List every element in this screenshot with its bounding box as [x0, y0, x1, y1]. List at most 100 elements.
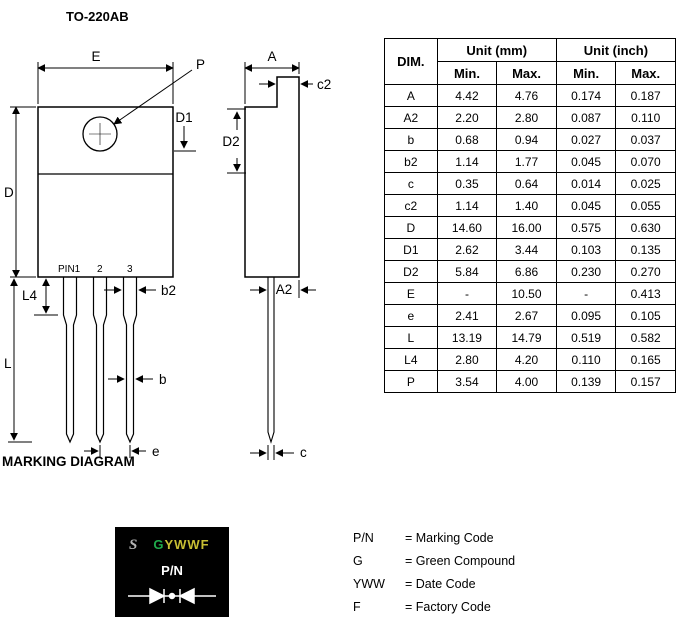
dim-cell: L4 — [384, 348, 438, 371]
dim-label-b: b — [159, 372, 167, 387]
package-title: TO-220AB — [66, 9, 129, 24]
value-cell: 4.00 — [496, 370, 557, 393]
value-cell: 0.025 — [615, 172, 676, 195]
value-cell: 1.40 — [496, 194, 557, 217]
mm-max-header: Max. — [496, 61, 557, 85]
table-header-row-units: DIM. Unit (mm) Unit (inch) — [384, 38, 677, 85]
dim-label-E: E — [91, 49, 100, 64]
value-cell: 6.86 — [496, 260, 557, 283]
value-cell: - — [555, 282, 617, 305]
front-view — [37, 106, 174, 444]
value-cell: 0.027 — [555, 128, 617, 151]
value-cell: 0.413 — [615, 282, 676, 305]
dimension-lines-front — [8, 62, 196, 458]
dim-label-e: e — [152, 444, 160, 459]
value-cell: 13.19 — [436, 326, 498, 349]
side-view-lead — [267, 277, 275, 444]
pin3-label: 3 — [127, 264, 133, 275]
legend-value: = Green Compound — [405, 554, 516, 568]
marking-legend: P/N = Marking Code G = Green Compound YW… — [353, 531, 515, 614]
dim-label-L4: L4 — [22, 288, 38, 303]
value-cell: 0.630 — [615, 216, 676, 239]
green-compound-char: G — [153, 537, 165, 552]
dim-label-D: D — [4, 185, 14, 200]
date-factory-code: YWWF — [164, 537, 210, 552]
value-cell: 0.165 — [615, 348, 676, 371]
dim-label-c: c — [300, 445, 307, 460]
legend-value: = Marking Code — [405, 531, 494, 545]
dim-cell: e — [384, 304, 438, 327]
value-cell: 5.84 — [436, 260, 498, 283]
manufacturer-logo: S — [129, 537, 138, 553]
inch-min-header: Min. — [555, 61, 617, 85]
value-cell: 0.070 — [615, 150, 676, 173]
value-cell: 3.54 — [436, 370, 498, 393]
dual-diode-symbol-icon — [128, 587, 216, 605]
dim-cell: D — [384, 216, 438, 239]
dimension-lines-side — [227, 62, 316, 460]
dim-cell: b — [384, 128, 438, 151]
mounting-hole — [82, 116, 118, 152]
value-cell: 0.037 — [615, 128, 676, 151]
marking-diagram-heading: MARKING DIAGRAM — [2, 454, 135, 469]
value-cell: 0.110 — [615, 106, 676, 129]
value-cell: 0.582 — [615, 326, 676, 349]
value-cell: 0.94 — [496, 128, 557, 151]
value-cell: 0.105 — [615, 304, 676, 327]
dim-cell: D2 — [384, 260, 438, 283]
value-cell: 0.64 — [496, 172, 557, 195]
table-row: E-10.50-0.413 — [384, 282, 676, 305]
value-cell: 0.014 — [555, 172, 617, 195]
marking-line-1: S GYWWF — [115, 527, 229, 554]
value-cell: 0.187 — [615, 84, 676, 107]
value-cell: 0.68 — [436, 128, 498, 151]
value-cell: 0.174 — [555, 84, 617, 107]
value-cell: 2.20 — [436, 106, 498, 129]
dim-cell: c2 — [384, 194, 438, 217]
value-cell: 1.77 — [496, 150, 557, 173]
dim-label-c2: c2 — [317, 77, 331, 92]
dim-label-P: P — [196, 57, 205, 72]
value-cell: 0.110 — [555, 348, 617, 371]
lead-1 — [62, 277, 78, 444]
legend-key: P/N — [353, 531, 374, 545]
value-cell: 0.35 — [436, 172, 498, 195]
value-cell: 0.135 — [615, 238, 676, 261]
value-cell: - — [436, 282, 498, 305]
value-cell: 0.230 — [555, 260, 617, 283]
package-outline-drawing: E P D1 D L4 L b2 b e A c2 D2 A2 c PIN1 2… — [4, 49, 331, 460]
dim-label-A: A — [267, 49, 276, 64]
side-view-body — [244, 76, 300, 278]
value-cell: 0.139 — [555, 370, 617, 393]
table-header-mm: Unit (mm) — [436, 38, 557, 62]
dim-cell: A — [384, 84, 438, 107]
dim-cell: c — [384, 172, 438, 195]
table-header-inch: Unit (inch) — [555, 38, 677, 62]
dim-label-D1: D1 — [175, 110, 192, 125]
part-number-text: P/N — [161, 563, 183, 578]
legend-key: YWW — [353, 577, 385, 591]
legend-value: = Date Code — [405, 577, 476, 591]
value-cell: 2.62 — [436, 238, 498, 261]
value-cell: 0.519 — [555, 326, 617, 349]
dim-cell: E — [384, 282, 438, 305]
value-cell: 0.157 — [615, 370, 676, 393]
legend-value: = Factory Code — [405, 600, 491, 614]
dim-label-D2: D2 — [222, 134, 239, 149]
marking-code: GYWWF — [153, 537, 209, 552]
legend-key: F — [353, 600, 361, 614]
front-view-body — [37, 106, 174, 278]
value-cell: 0.095 — [555, 304, 617, 327]
mm-min-header: Min. — [436, 61, 498, 85]
dim-cell: b2 — [384, 150, 438, 173]
legend-key: G — [353, 554, 363, 568]
